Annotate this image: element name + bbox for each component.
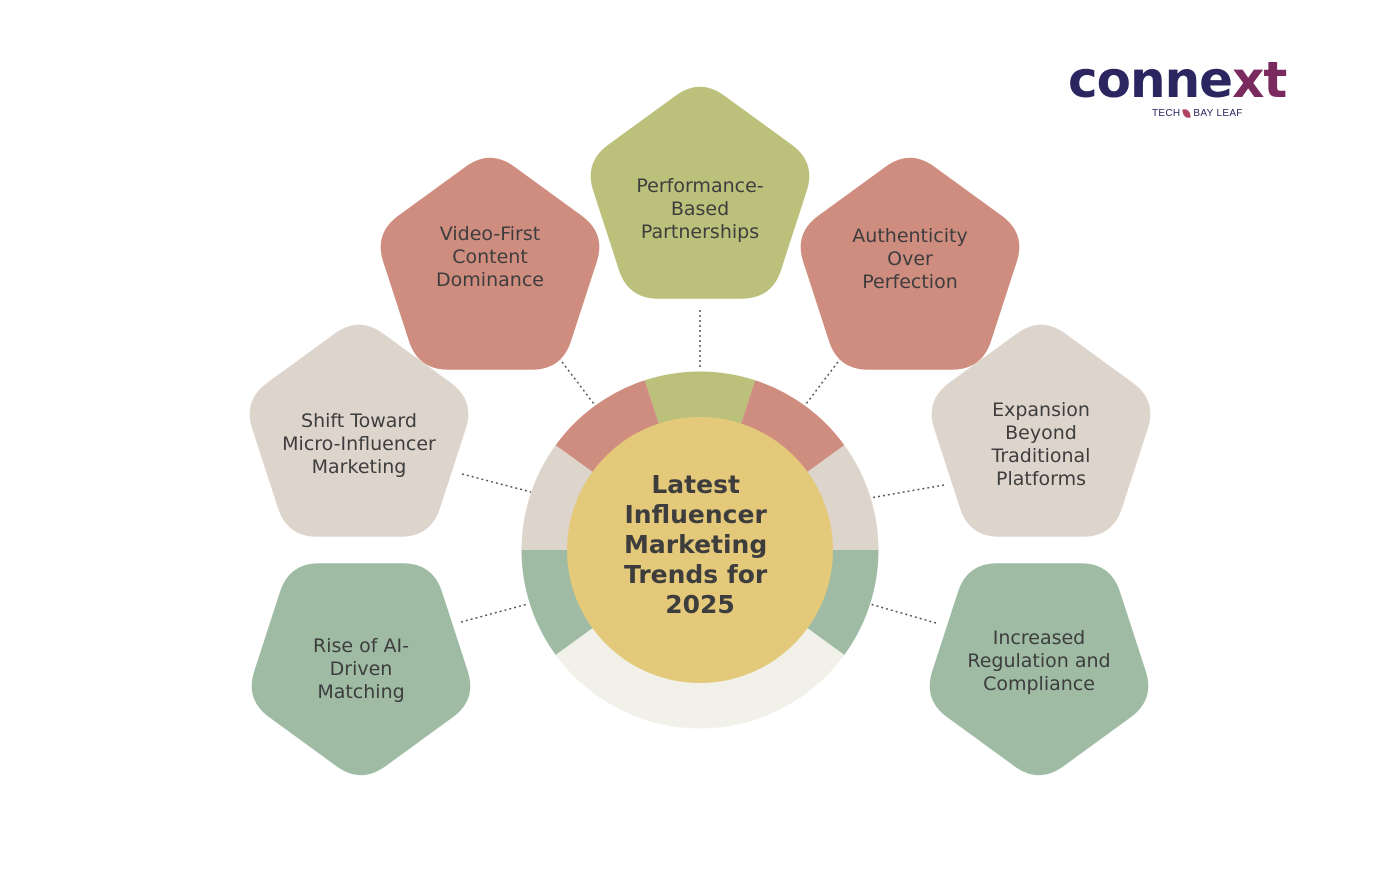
pentagon-regulation [929, 563, 1149, 776]
center-hub [567, 417, 833, 683]
logo-wordmark: connext [1068, 51, 1287, 109]
pentagon-authenticity [800, 157, 1020, 370]
connector-ai-matching [460, 603, 529, 623]
pentagon-ai-matching [251, 563, 471, 776]
pentagon-video-first [380, 157, 600, 370]
pentagon-micro-influencer [249, 324, 469, 537]
connector-expansion [869, 484, 945, 499]
connector-regulation [869, 603, 937, 624]
center-title: Latest Influencer Marketing Trends for 2… [624, 470, 776, 619]
pentagon-expansion [931, 324, 1151, 537]
leaf-icon [1182, 108, 1192, 119]
pentagon-performance [590, 86, 810, 299]
connector-micro-influencer [461, 473, 532, 493]
